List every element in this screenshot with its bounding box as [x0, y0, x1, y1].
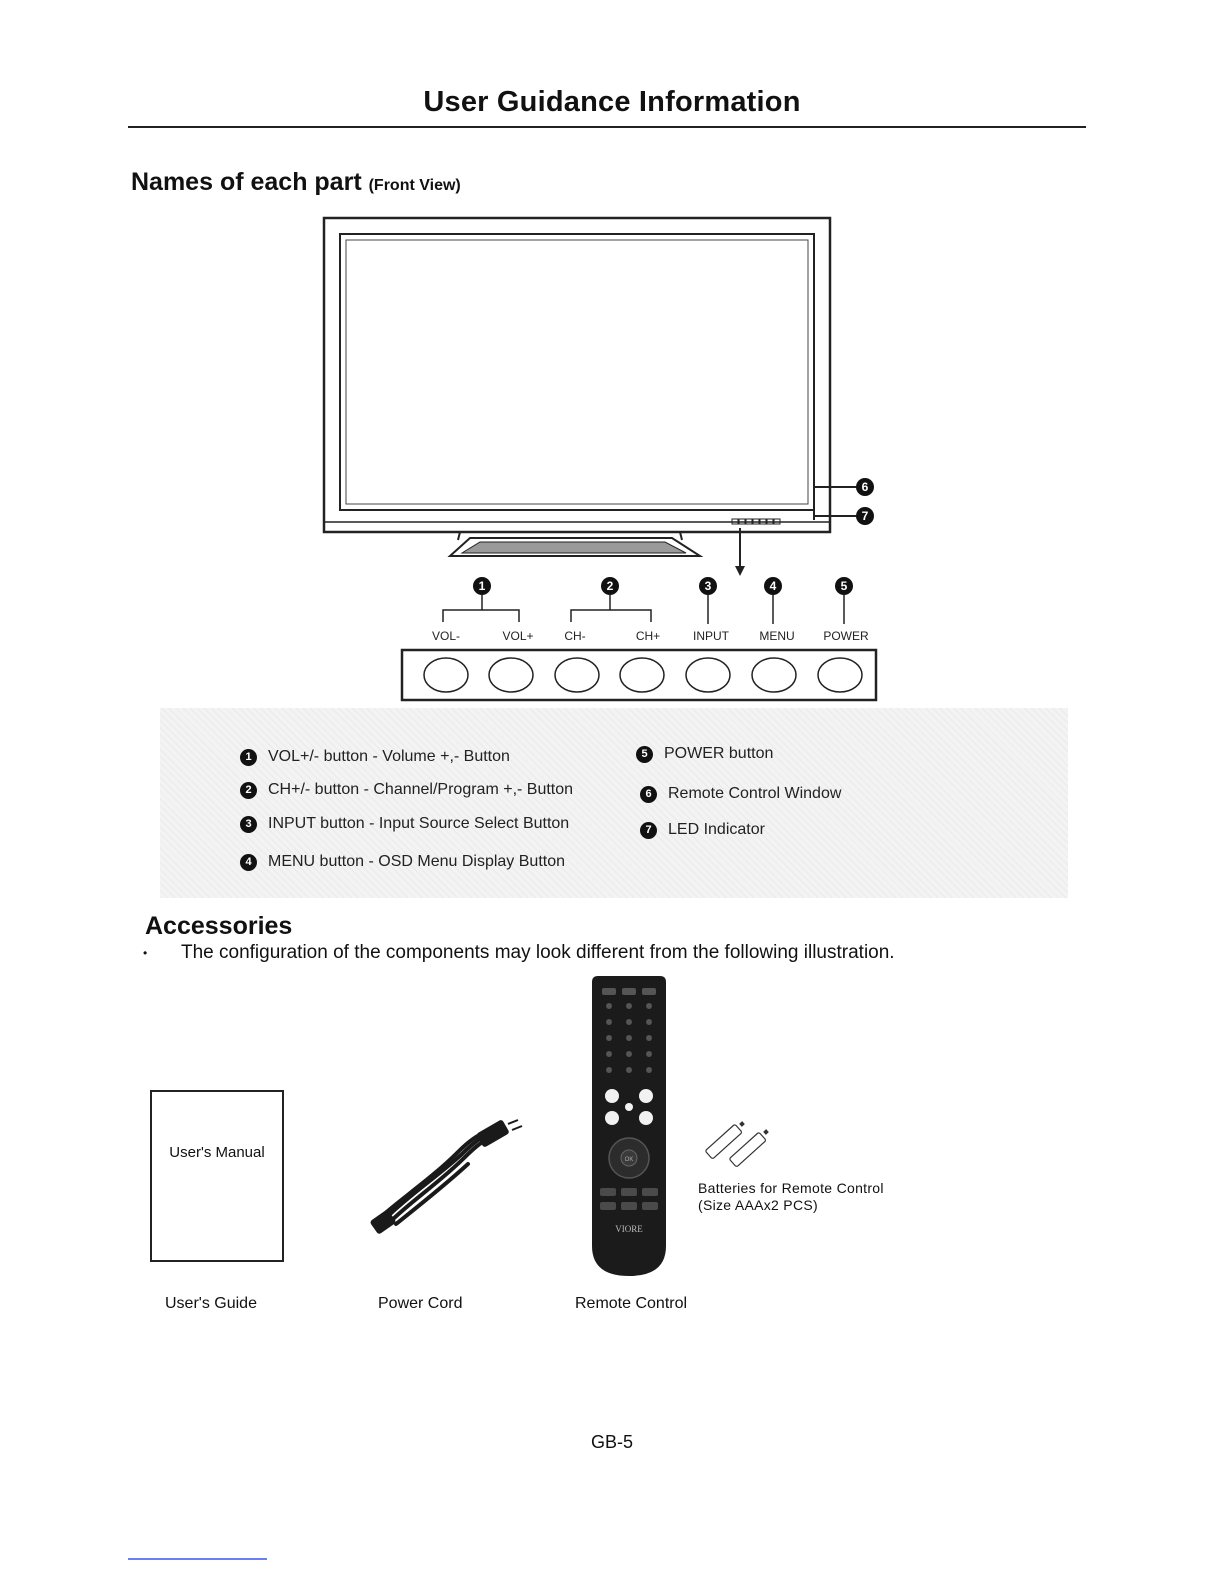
- users-manual-label: User's Manual: [169, 1144, 265, 1161]
- legend-item-5: 5 POWER button: [636, 745, 773, 763]
- batteries-label-line1: Batteries for Remote Control: [698, 1180, 884, 1196]
- bezel-button-strip: [731, 518, 781, 525]
- remote-control-illustration: OK VIORE: [592, 976, 666, 1276]
- legend-item-7: 7 LED Indicator: [640, 821, 765, 839]
- svg-text:6: 6: [862, 480, 869, 494]
- legend-number-badge: 1: [240, 748, 257, 766]
- title-divider: [128, 126, 1086, 128]
- caption-remote-control: Remote Control: [575, 1295, 688, 1312]
- label-input: INPUT: [693, 629, 730, 643]
- label-vol-plus: VOL+: [502, 629, 533, 643]
- legend-item-text: LED Indicator: [668, 821, 765, 838]
- legend-item-text: CH+/- button - Channel/Program +,- Butto…: [268, 781, 574, 798]
- legend-item-text: MENU button - OSD Menu Display Button: [268, 853, 566, 870]
- accessories-heading: Accessories: [145, 912, 293, 940]
- tv-stand: [447, 531, 704, 557]
- svg-text:5: 5: [841, 579, 848, 593]
- svg-text:7: 7: [862, 509, 869, 523]
- legend-item-text: Remote Control Window: [668, 785, 842, 802]
- names-subheading: (Front View): [368, 177, 461, 194]
- power-cord-illustration: [370, 1119, 523, 1234]
- batteries-label-line2: (Size AAAx2 PCS): [698, 1197, 818, 1213]
- svg-text:4: 4: [770, 579, 777, 593]
- callout-bracket-6-7: [813, 486, 858, 520]
- batteries-illustration: [705, 1121, 769, 1167]
- pointer-arrow: [735, 528, 745, 576]
- svg-text:3: 3: [705, 579, 712, 593]
- legend-number-badge: 3: [240, 815, 257, 833]
- accessories-note: • The configuration of the components may…: [143, 942, 895, 964]
- accessories-note-text: The configuration of the components may …: [181, 942, 895, 963]
- remote-ok-label: OK: [625, 1157, 634, 1163]
- caption-users-guide: User's Guide: [165, 1295, 257, 1312]
- footer-rule: [128, 1558, 267, 1560]
- diagram-callouts: 6 7 1 2 3 4 5: [473, 478, 874, 595]
- page-title: User Guidance Information: [423, 86, 801, 118]
- tv-screen: [345, 239, 809, 505]
- label-power: POWER: [823, 629, 869, 643]
- legend-number-badge: 4: [240, 853, 257, 871]
- label-menu: MENU: [759, 629, 794, 643]
- button-label-row: VOL- VOL+ CH- CH+ INPUT MENU POWER: [432, 629, 869, 643]
- side-button-panel: [400, 648, 878, 702]
- label-ch-plus: CH+: [636, 629, 660, 643]
- caption-power-cord: Power Cord: [378, 1295, 463, 1312]
- legend-number-badge: 6: [640, 785, 657, 803]
- callout-leaders: [442, 595, 845, 624]
- label-vol-minus: VOL-: [432, 629, 460, 643]
- legend-item-1: 1 VOL+/- button - Volume +,- Button: [240, 748, 510, 766]
- legend-item-4: 4 MENU button - OSD Menu Display Button: [240, 853, 565, 871]
- page-number: GB-5: [590, 1432, 633, 1452]
- legend-item-text: INPUT button - Input Source Select Butto…: [268, 815, 570, 832]
- users-manual-illustration: User's Manual: [150, 1090, 284, 1262]
- remote-brand-label: VIORE: [615, 1224, 643, 1234]
- tv-front-view-illustration: 6 7 1 2 3 4 5 VOL- VOL+ CH- CH+ INPUT ME…: [322, 216, 878, 702]
- parts-legend: 1 VOL+/- button - Volume +,- Button 2 CH…: [160, 708, 1068, 898]
- legend-item-2: 2 CH+/- button - Channel/Program +,- But…: [240, 781, 573, 799]
- bullet: •: [143, 945, 148, 960]
- legend-item-3: 3 INPUT button - Input Source Select But…: [240, 815, 569, 833]
- names-of-parts-heading: Names of each part (Front View): [131, 168, 461, 197]
- legend-item-6: 6 Remote Control Window: [640, 785, 841, 803]
- label-ch-minus: CH-: [564, 629, 585, 643]
- batteries-label: Batteries for Remote Control (Size AAAx2…: [698, 1180, 884, 1214]
- legend-item-text: POWER button: [664, 745, 774, 762]
- legend-number-badge: 2: [240, 781, 257, 799]
- svg-text:1: 1: [479, 579, 486, 593]
- svg-text:2: 2: [607, 579, 614, 593]
- legend-number-badge: 7: [640, 821, 657, 839]
- legend-number-badge: 5: [636, 745, 653, 763]
- names-heading-text: Names of each part: [131, 168, 362, 196]
- legend-item-text: VOL+/- button - Volume +,- Button: [268, 748, 510, 765]
